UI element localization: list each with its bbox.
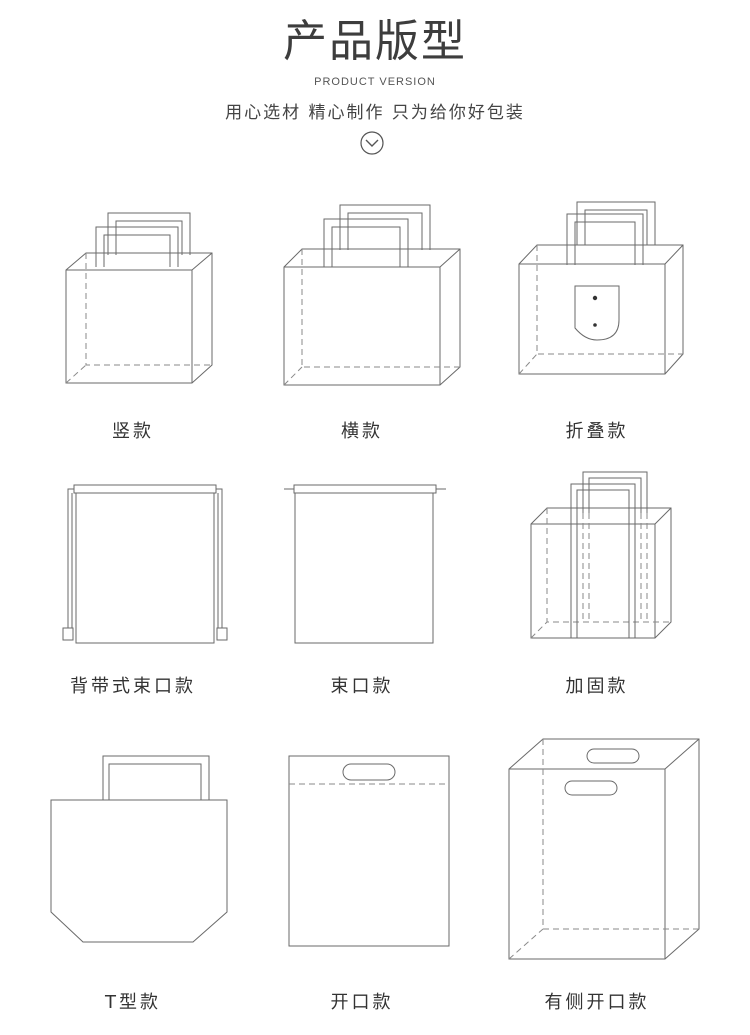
chevron-down-circle-icon[interactable]: [360, 131, 384, 155]
reinforced-bag-icon: [530, 471, 672, 639]
product-label-t-shirt: T型款: [105, 992, 161, 1013]
product-label-reinforced: 加固款: [565, 676, 629, 697]
page-title: 产品版型: [283, 16, 467, 67]
t-shirt-bag-icon: [50, 755, 228, 943]
product-label-drawstring: 束口款: [330, 676, 394, 697]
product-label-backpack-drawstring: 背带式束口款: [70, 676, 196, 697]
drawstring-bag-icon: [284, 484, 446, 644]
page-subtitle-en: PRODUCT VERSION: [314, 76, 436, 88]
horizontal-bag-icon: [283, 204, 461, 386]
die-cut-gusset-bag-icon: [508, 738, 700, 960]
product-label-die-cut: 开口款: [330, 992, 394, 1013]
product-label-vertical: 竖款: [112, 421, 154, 442]
product-label-die-cut-gusset: 有侧开口款: [544, 992, 650, 1013]
backpack-drawstring-bag-icon: [62, 484, 228, 644]
product-label-foldable: 折叠款: [565, 421, 629, 442]
product-label-horizontal: 横款: [341, 421, 383, 442]
foldable-bag-icon: [518, 201, 684, 375]
tagline: 用心选材 精心制作 只为给你好包装: [225, 103, 525, 123]
vertical-bag-icon: [65, 212, 213, 384]
die-cut-bag-icon: [288, 755, 450, 947]
